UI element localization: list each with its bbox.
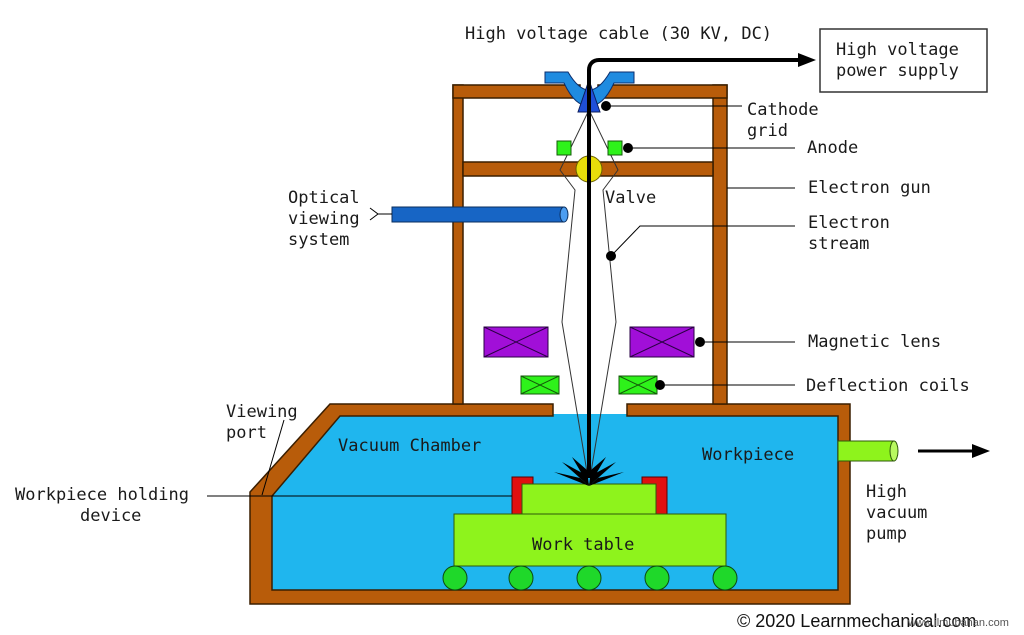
workpiece-block (521, 483, 657, 515)
work-table-wheels (442, 565, 738, 591)
copyright-text: © 2020 Learnmechanical.com (737, 611, 976, 631)
label-pump-3: pump (866, 524, 907, 544)
label-anode: Anode (807, 138, 858, 158)
power-supply-box (819, 28, 988, 93)
pump-arrow-icon (972, 444, 990, 458)
work-table (453, 513, 727, 567)
label-vacuum-chamber: Vacuum Chamber (338, 436, 481, 456)
watermark-text: www.ilmubahan.com (907, 617, 1009, 629)
vacuum-chamber-walls (249, 403, 851, 605)
deflection-coil-right (618, 375, 658, 395)
beam-impact-icon (554, 457, 624, 486)
electron-gun-housing (452, 84, 728, 405)
label-optical-1: Optical (288, 188, 360, 208)
label-work-table: Work table (532, 535, 634, 555)
label-deflection-coils: Deflection coils (806, 376, 970, 396)
label-workpiece: Workpiece (702, 445, 794, 465)
label-pump-2: vacuum (866, 503, 927, 523)
vacuum-pump-pipe (837, 440, 899, 462)
label-electron-gun: Electron gun (808, 178, 931, 198)
label-cable: High voltage cable (30 KV, DC) (465, 24, 772, 44)
high-voltage-cable (587, 58, 800, 478)
magnetic-lens-right (629, 326, 695, 358)
label-cathode-1: Cathode (747, 100, 819, 120)
label-optical-3: system (288, 230, 349, 250)
label-holding-2: device (80, 506, 141, 526)
label-magnetic-lens: Magnetic lens (808, 332, 941, 352)
label-holding-1: Workpiece holding (15, 485, 189, 505)
cable-arrow-icon (798, 53, 816, 67)
label-viewing-port-1: Viewing (226, 402, 298, 422)
leader-lines (207, 105, 795, 497)
anode-right-icon (607, 140, 623, 156)
label-optical-2: viewing (288, 209, 360, 229)
label-cathode-2: grid (747, 121, 788, 141)
cathode-holder (544, 71, 635, 107)
deflection-coil-left (520, 375, 560, 395)
label-stream-2: stream (808, 234, 869, 254)
magnetic-lens-left (483, 326, 549, 358)
label-power-supply-1: High voltage (836, 40, 959, 60)
leader-dots (601, 101, 705, 390)
label-valve: Valve (605, 188, 656, 208)
label-pump-1: High (866, 482, 907, 502)
label-power-supply-2: power supply (836, 61, 959, 81)
anode-left-icon (556, 140, 572, 156)
optical-viewing-tube (391, 206, 569, 223)
label-viewing-port-2: port (226, 423, 267, 443)
label-stream-1: Electron (808, 213, 890, 233)
